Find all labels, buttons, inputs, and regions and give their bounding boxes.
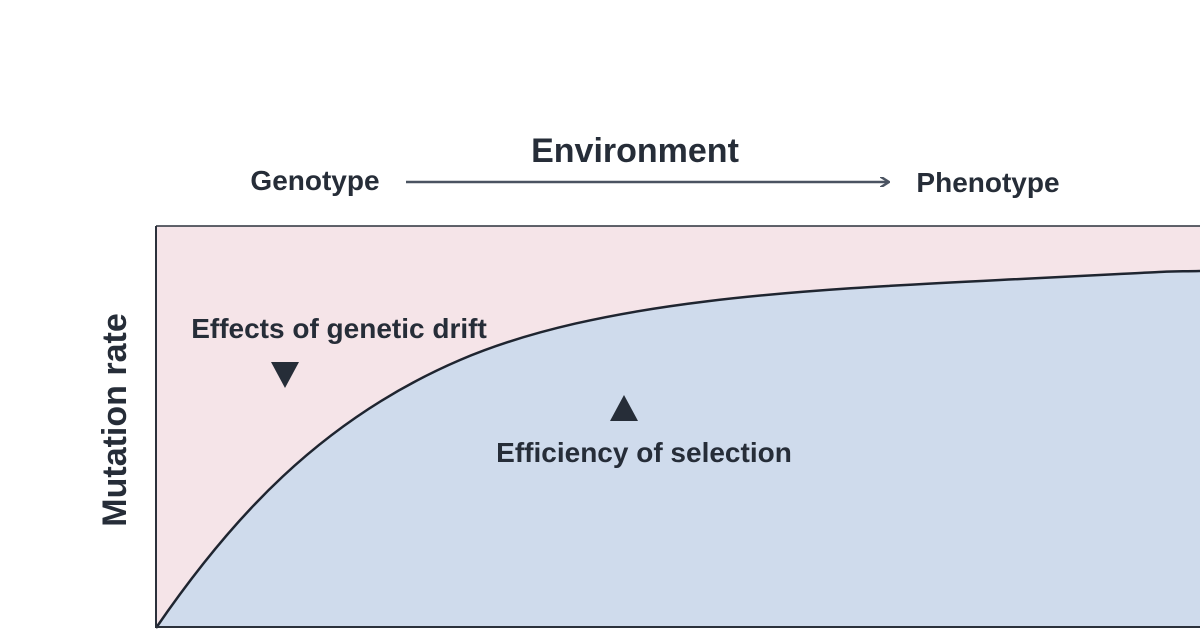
environment-label: Environment [531,132,739,170]
genotype-label: Genotype [250,165,379,196]
selection-region [156,271,1200,628]
up-triangle-icon [610,395,638,421]
phenotype-label: Phenotype [916,167,1059,198]
genetic-drift-label: Effects of genetic drift [191,313,487,344]
boundary-curve [154,269,1200,629]
y-axis-label: Mutation rate [96,313,134,526]
down-triangle-icon [271,362,299,388]
selection-efficiency-label: Efficiency of selection [496,437,792,468]
